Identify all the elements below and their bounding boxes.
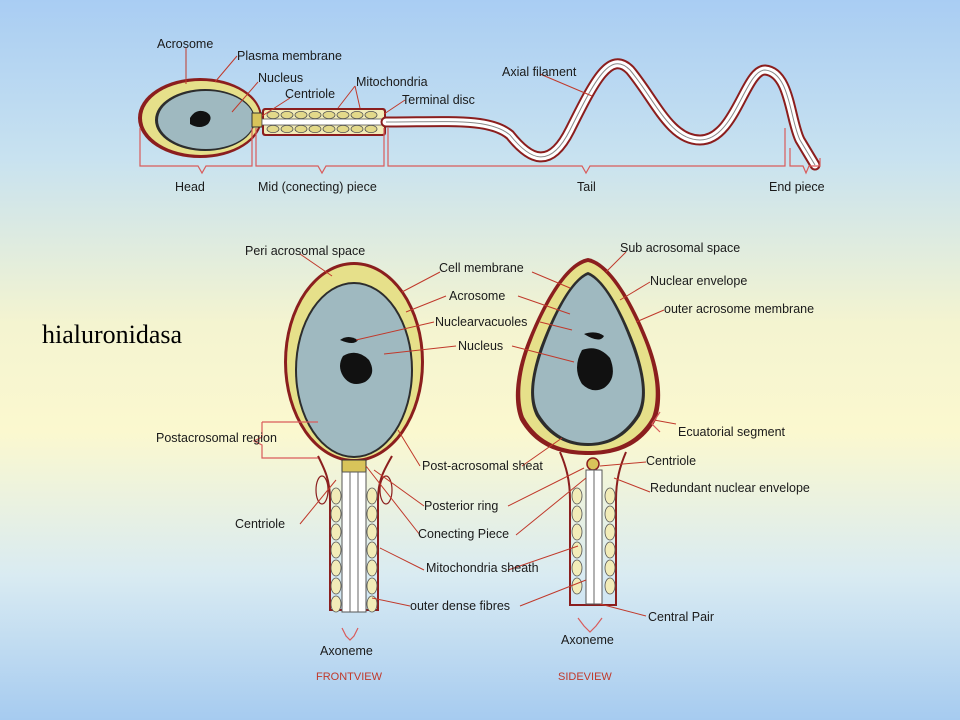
label-top-nucleus: Nucleus [258, 71, 303, 85]
label-cell-membrane: Cell membrane [439, 261, 524, 275]
label-top-plasma-membrane: Plasma membrane [237, 49, 342, 63]
label-nuclear-envelope: Nuclear envelope [650, 274, 747, 288]
top-mitochondria-beads [266, 111, 378, 134]
label-sub-acrosomal-space: Sub acrosomal space [620, 241, 740, 255]
label-front-axoneme: Axoneme [320, 644, 373, 658]
caption-side-view: SIDEVIEW [558, 671, 612, 683]
label-mitochondria-sheath: Mitochondria sheath [426, 561, 539, 575]
front-vacuole-large [340, 352, 373, 384]
label-outer-acrosome-membrane: outer acrosome membrane [664, 302, 814, 316]
top-centriole-shape [251, 112, 263, 128]
label-side-centriole: Centriole [646, 454, 696, 468]
label-region-mid-piece: Mid (conecting) piece [258, 180, 377, 194]
label-region-end-piece: End piece [769, 180, 825, 194]
front-vacuole-small [340, 337, 358, 343]
label-post-acrosomal-sheat: Post-acrosomal sheat [422, 459, 543, 473]
top-axial-core [261, 118, 389, 126]
label-ecuatorial-segment: Ecuatorial segment [678, 425, 786, 439]
side-title: hialuronidasa [42, 320, 183, 349]
top-labels: Acrosome Plasma membrane Nucleus Centrio… [157, 37, 825, 194]
label-central-pair: Central Pair [648, 610, 714, 624]
label-postacrosomal-region: Postacrosomal region [156, 431, 277, 445]
label-front-centriole: Centriole [235, 517, 285, 531]
side-vacuole [577, 348, 613, 391]
label-top-axial-filament: Axial filament [502, 65, 577, 79]
label-top-centriole: Centriole [285, 87, 335, 101]
postacrosomal-bracket [252, 421, 318, 459]
label-conecting-piece: Conecting Piece [418, 527, 509, 541]
label-region-tail: Tail [577, 180, 596, 194]
label-region-head: Head [175, 180, 205, 194]
front-leader-lines [299, 253, 457, 607]
top-region-brackets [139, 128, 821, 175]
side-mitochondria-beads [571, 487, 616, 595]
ecuatorial-bracket [651, 411, 661, 433]
label-redundant-nuclear-envelope: Redundant nuclear envelope [650, 481, 810, 495]
side-view-labels: Sub acrosomal space Nuclear envelope out… [558, 241, 814, 683]
top-leader-lines [185, 48, 593, 117]
tail-filament [385, 63, 816, 166]
label-top-acrosome: Acrosome [157, 37, 213, 51]
side-centriole-shape [586, 457, 600, 471]
top-nuclear-vacuole [190, 110, 211, 127]
label-top-terminal-disc: Terminal disc [402, 93, 475, 107]
side-view-illustration [515, 258, 661, 633]
tail-inner [382, 60, 819, 169]
label-nuclear-vacuoles: Nuclearvacuoles [435, 315, 527, 329]
top-sperm-illustration [138, 58, 821, 171]
label-top-mitochondria: Mitochondria [356, 75, 428, 89]
label-front-acrosome: Acrosome [449, 289, 505, 303]
label-posterior-ring: Posterior ring [424, 499, 498, 513]
front-axoneme [341, 471, 367, 613]
label-peri-acrosomal-space: Peri acrosomal space [245, 244, 365, 258]
side-leader-lines [507, 251, 677, 617]
front-view-labels: Peri acrosomal space Cell membrane Acros… [156, 244, 543, 683]
label-side-axoneme: Axoneme [561, 633, 614, 647]
label-front-nucleus: Nucleus [458, 339, 503, 353]
front-mitochondria-beads [330, 487, 378, 613]
side-neck-membrane [559, 451, 627, 606]
label-outer-dense-fibres: outer dense fibres [410, 599, 510, 613]
front-view-illustration [284, 262, 424, 641]
front-connecting-piece [341, 459, 367, 473]
caption-front-view: FRONTVIEW [316, 671, 383, 683]
